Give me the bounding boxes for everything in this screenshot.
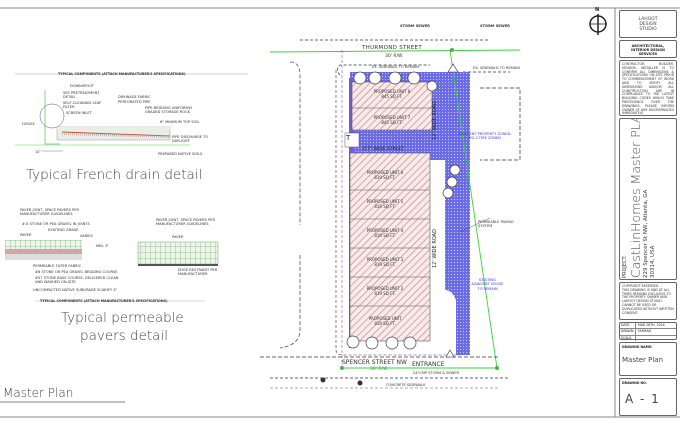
label-varies: VARIES <box>80 234 93 238</box>
label-filter-fabric: PERMEABLE FILTER FABRIC <box>33 264 82 268</box>
storm-note: 24"CMP STORM & SEWER <box>413 371 460 375</box>
project-name: CastLinHomes Master PLAN <box>628 118 643 278</box>
components-heading-1: TYPICAL COMPONENTS (ATTACH MANUFACTURER'… <box>58 72 186 76</box>
sidewalk-top-label: EX. SIDEWALK TO REMAIN <box>372 65 419 69</box>
contractor-note-box: CONTRACTOR, BUILDER, VENDOR, INSTALLER I… <box>619 60 677 116</box>
drawing-no-label: DRAWING NO. <box>622 381 648 385</box>
concrete-sidewalk-label: CONCRETE SIDEWALK <box>386 383 426 387</box>
storm-sewer-label-1: STORM SEWER <box>400 24 430 28</box>
date-label: DATE: <box>620 323 636 329</box>
label-native-soils: PREPARED NATIVE SOILS <box>158 152 203 156</box>
label-house: HOUSE <box>22 122 35 126</box>
label-perforated-pipe: PERFORATED PIPE <box>118 100 151 104</box>
bottom-street-label: SPENCER STREET NW <box>342 359 407 366</box>
sheet-label: Master Plan <box>3 386 74 400</box>
services-text: ARCHITECTURAL, INTERIOR DESIGN SERVICES <box>631 44 665 56</box>
components-heading-2: TYPICAL COMPONENTS (ATTACH MANUFACTURER'… <box>40 299 168 303</box>
label-existing-grade: EXISTING GRADE <box>48 228 79 232</box>
units-block-main <box>349 152 431 342</box>
contractor-note: CONTRACTOR, BUILDER, VENDOR, INSTALLER I… <box>622 62 674 116</box>
wide-street-label: 6'7" WIDE STREET <box>363 147 405 152</box>
label-joint-gravel: # 8 STONE OR PEA GRAVEL IN JOINTS <box>22 222 90 226</box>
french-drain-detail <box>15 73 248 152</box>
drawn-value: FARHAN <box>638 329 651 334</box>
label-leaf-filter: SELF-CLEANING LEAF FILTER <box>63 101 102 110</box>
label-base-course: #57 STONE BASE COURSE, DELIVERED CLEAN A… <box>35 276 119 285</box>
units-block-top <box>351 81 433 131</box>
sidewalk-right-label: EX. SIDEWALK TO REMAIN <box>473 66 520 70</box>
site-plan <box>260 39 521 389</box>
label-right-paver-joint: PAVER JOINT, SPACE PAVERS PER MANUFACTUR… <box>156 218 215 227</box>
project-box: PROJECT: CastLinHomes Master PLAN 229 Sp… <box>619 118 677 280</box>
label-pipe-discharge: PIPE DISCHARGE TO DAYLIGHT <box>172 135 209 144</box>
label-dimension: 10' <box>35 150 41 154</box>
pavers-title-1: Typical permeable <box>61 310 184 326</box>
copyright-text: THIS DRAWING IS AND AT ALL TIMES REMAINS… <box>622 287 674 315</box>
north-arrow-icon <box>589 14 607 35</box>
date-value: MAR 28TH, 2024 <box>638 323 665 327</box>
label-top-soil: 6" MINIMUM TOP SOIL <box>160 120 200 124</box>
label-min-3: MIN. 3" <box>96 244 110 248</box>
drawing-no-box: DRAWING NO. A - 1 <box>619 378 677 416</box>
existing-house-label: EXISTING ADJACENT HOUSE TO REMAIN <box>471 278 504 291</box>
date-drawn-scale-box: DATE:MAR 28TH, 2024 DRAWN:FARHAN SCALE: <box>619 322 677 341</box>
property-line-top <box>269 49 521 53</box>
north-label: N <box>595 7 600 13</box>
drawing-no: A - 1 <box>625 392 659 406</box>
top-row-label: 30' R/W <box>385 54 403 59</box>
services-box: ARCHITECTURAL, INTERIOR DESIGN SERVICES <box>619 40 677 58</box>
label-drainage-fabric: DRAINAGE FABRIC <box>118 95 151 99</box>
adjacent-property-label: ADJACENT PROPERTY ZONED: RG-3 FIRE ZONED <box>458 132 512 141</box>
label-pretreatment: SEE PRETREATMENT DETAIL <box>63 91 100 100</box>
t-marker: T <box>346 134 351 142</box>
drawing-name-box: DRAWING NAME: Master Plan <box>619 342 677 376</box>
project-rotated: PROJECT: CastLinHomes Master PLAN 229 Sp… <box>622 118 656 278</box>
pavers-title-2: pavers detail <box>80 328 168 344</box>
drawing-name-label: DRAWING NAME: <box>622 345 653 349</box>
permeable-label: PERMEABLE PAVING SYSTEM <box>478 220 514 229</box>
label-paver-joint: PAVER JOINT, SPACE PAVERS PER MANUFACTUR… <box>20 208 79 217</box>
entrance-label: ENTRANCE <box>412 361 445 368</box>
label-subgrade: UNCOMPACTED NATIVE SUBGRADE SCARIFY 3" <box>33 288 118 292</box>
label-downspout: DOWNSPOUT <box>70 84 94 88</box>
label-pipe-bedding: PIPE BEDDING UNIFORMLY GRADED STORAGE RO… <box>145 106 193 115</box>
wide-road-label-2: 12' WIDE ROAD <box>432 229 438 268</box>
bottom-row-label: 30' R/W <box>370 367 388 372</box>
label-bedding-course: #8 STONE OR PEA GRAVEL BEDDING COURSE <box>35 270 118 274</box>
drawn-label: DRAWN: <box>621 329 636 335</box>
copyright-heading: COPYRIGHT RESERVED <box>622 284 659 288</box>
label-right-paver: PAVER <box>172 235 184 239</box>
trees <box>346 71 461 350</box>
address-line-2: 30314, USA <box>649 245 656 278</box>
property-line-east <box>449 49 498 369</box>
french-drain-title: Typical French drain detail <box>26 167 203 183</box>
scale-label: SCALE: <box>620 335 636 341</box>
storm-sewer-label-2: STORM SEWER <box>480 24 510 28</box>
label-edge-restraint: EDGE RESTRAINT PER MANUFACTURER <box>178 268 218 277</box>
studio-box: LAHOOT DESIGN STUDIO <box>619 10 677 38</box>
drawing-name: Master Plan <box>622 356 664 364</box>
pavers-detail <box>5 240 219 302</box>
top-street-label: THURMOND STREET <box>362 45 422 51</box>
studio-name: LAHOOT DESIGN STUDIO <box>638 16 658 32</box>
wide-road-label-1: 12' WIDE ROAD <box>432 101 438 140</box>
paving-area <box>346 72 470 355</box>
label-screen-inlet: SCREEN INLET <box>66 111 92 115</box>
label-paver: PAVER <box>20 233 32 237</box>
